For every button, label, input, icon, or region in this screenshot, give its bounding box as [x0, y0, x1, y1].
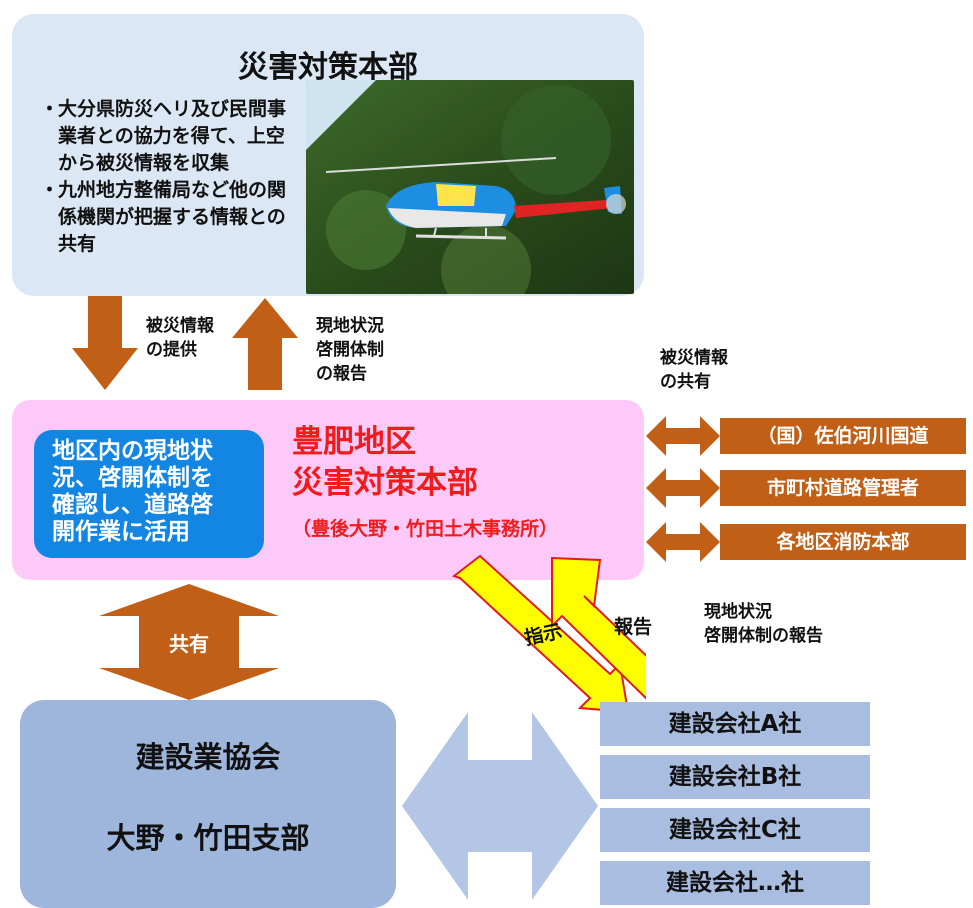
note-line: 開作業に活用 [52, 519, 190, 545]
bullet-text: 九州地方整備局など他の関係機関が把握する情報との共有 [58, 179, 287, 255]
note-line: 況、啓開体制を [52, 465, 213, 491]
company-box: 建設会社A社 [600, 702, 870, 746]
common-share-label: 共有 [169, 632, 209, 656]
label-line: 啓開体制 [316, 340, 384, 360]
org-box: （国）佐伯河川国道 [720, 418, 966, 454]
note-line: 確認し、道路啓 [52, 492, 213, 518]
report-arrow-icon [551, 556, 646, 700]
label-line: の報告 [316, 364, 367, 384]
label-line: 被災情報 [146, 316, 214, 336]
hq-title: 災害対策本部 [238, 50, 418, 85]
title-line: 災害対策本部 [292, 465, 478, 501]
share-label: 被災情報 の共有 [660, 346, 728, 394]
label-line: の共有 [660, 372, 711, 392]
report-label: 報告 [614, 616, 653, 638]
label-line: 被災情報 [660, 348, 728, 368]
report-note: 現地状況 啓開体制の報告 [704, 600, 823, 648]
org-box: 各地区消防本部 [720, 524, 966, 560]
hq-bullet: ・ 九州地方整備局など他の関係機関が把握する情報との共有 [40, 177, 298, 258]
label-line: の提供 [146, 340, 197, 360]
bullet-mark: ・ [40, 179, 60, 201]
org-box: 市町村道路管理者 [720, 470, 966, 506]
down-arrow [72, 296, 138, 390]
helicopter-photo [306, 80, 634, 294]
note-line: 地区内の現地状 [52, 438, 213, 464]
association-box [20, 700, 396, 908]
up-arrow [232, 298, 298, 390]
bullet-mark: ・ [40, 98, 60, 120]
label-line: 現地状況 [704, 602, 772, 622]
title-line: 豊肥地区 [292, 424, 416, 460]
share-arrows [646, 416, 720, 562]
company-box: 建設会社C社 [600, 808, 870, 852]
double-arrow-icon [646, 522, 720, 562]
district-office-name: （豊後大野・竹田土木事務所） [292, 518, 559, 540]
label-line: 現地状況 [316, 316, 384, 336]
double-arrow-icon [646, 468, 720, 508]
company-box: 建設会社…社 [600, 861, 870, 905]
association-branch: 大野・竹田支部 [106, 821, 310, 855]
hq-bullet-list: ・ 大分県防災ヘリ及び民間事業者との協力を得て、上空から被災情報を収集 ・ 九州… [40, 96, 298, 258]
company-box: 建設会社B社 [600, 755, 870, 799]
district-hq-title: 豊肥地区 災害対策本部 [292, 422, 478, 504]
association-company-arrow [402, 712, 598, 900]
district-note-box: 地区内の現地状 況、啓開体制を 確認し、道路啓 開作業に活用 [34, 430, 264, 558]
up-arrow-label: 現地状況 啓開体制 の報告 [316, 314, 384, 386]
double-arrow-icon [646, 416, 720, 456]
label-line: 啓開体制の報告 [704, 626, 823, 646]
association-name: 建設業協会 [135, 740, 281, 774]
down-arrow-label: 被災情報 の提供 [146, 314, 214, 362]
hq-bullet: ・ 大分県防災ヘリ及び民間事業者との協力を得て、上空から被災情報を収集 [40, 96, 298, 177]
common-share-arrow [99, 584, 279, 700]
bullet-text: 大分県防災ヘリ及び民間事業者との協力を得て、上空から被災情報を収集 [58, 98, 287, 174]
